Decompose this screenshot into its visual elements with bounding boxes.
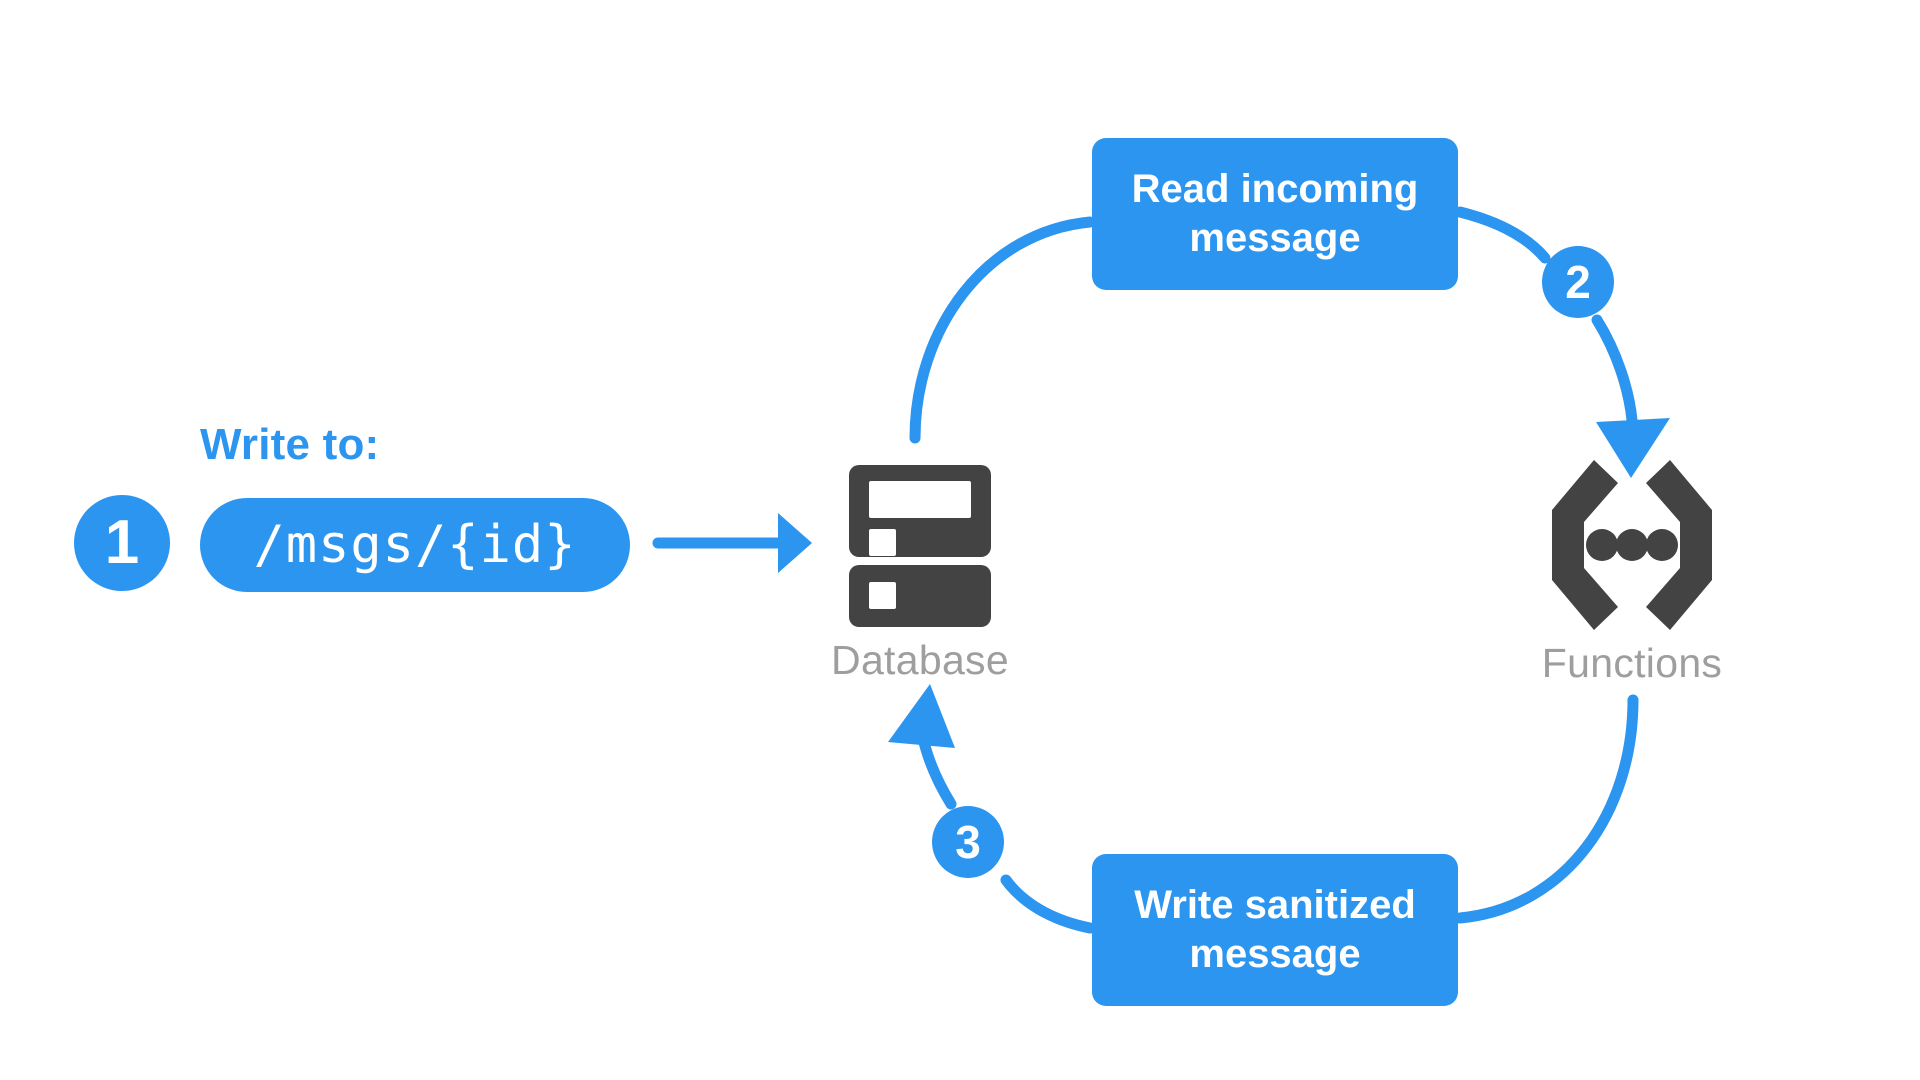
connector-database-to-read — [909, 216, 1096, 444]
service-label-functions: Functions — [1541, 640, 1723, 686]
functions-icon — [1552, 460, 1712, 630]
action-box-write-text: Write sanitized message — [1134, 881, 1416, 979]
write-to-label: Write to: — [200, 420, 380, 469]
service-label-database: Database — [831, 637, 1009, 683]
connector-pill-to-database — [652, 513, 812, 573]
action-box-write-sanitized-message[interactable]: Write sanitized message — [1092, 854, 1458, 1006]
connector-write-to-step3 — [1000, 874, 1096, 934]
connector-read-to-step2 — [1454, 206, 1551, 264]
action-box-write-line1: Write sanitized — [1134, 883, 1416, 928]
action-box-read-line1: Read incoming — [1131, 167, 1419, 212]
step-number-2: 2 — [1542, 246, 1614, 318]
database-icon — [849, 465, 991, 627]
database-path-pill[interactable]: /msgs/{id} — [200, 498, 630, 592]
step-number-1: 1 — [74, 495, 170, 591]
connector-functions-to-write — [1454, 694, 1639, 924]
action-box-read-text: Read incoming message — [1132, 165, 1419, 263]
service-node-functions[interactable]: Functions — [1502, 460, 1762, 687]
action-box-write-line2: message — [1189, 932, 1361, 976]
step-number-3: 3 — [932, 806, 1004, 878]
connector-step2-to-functions — [1591, 314, 1670, 478]
action-box-read-line2: message — [1189, 216, 1361, 260]
action-box-read-incoming-message[interactable]: Read incoming message — [1092, 138, 1458, 290]
service-node-database[interactable]: Database — [790, 465, 1050, 684]
connector-step3-to-database — [888, 684, 957, 810]
